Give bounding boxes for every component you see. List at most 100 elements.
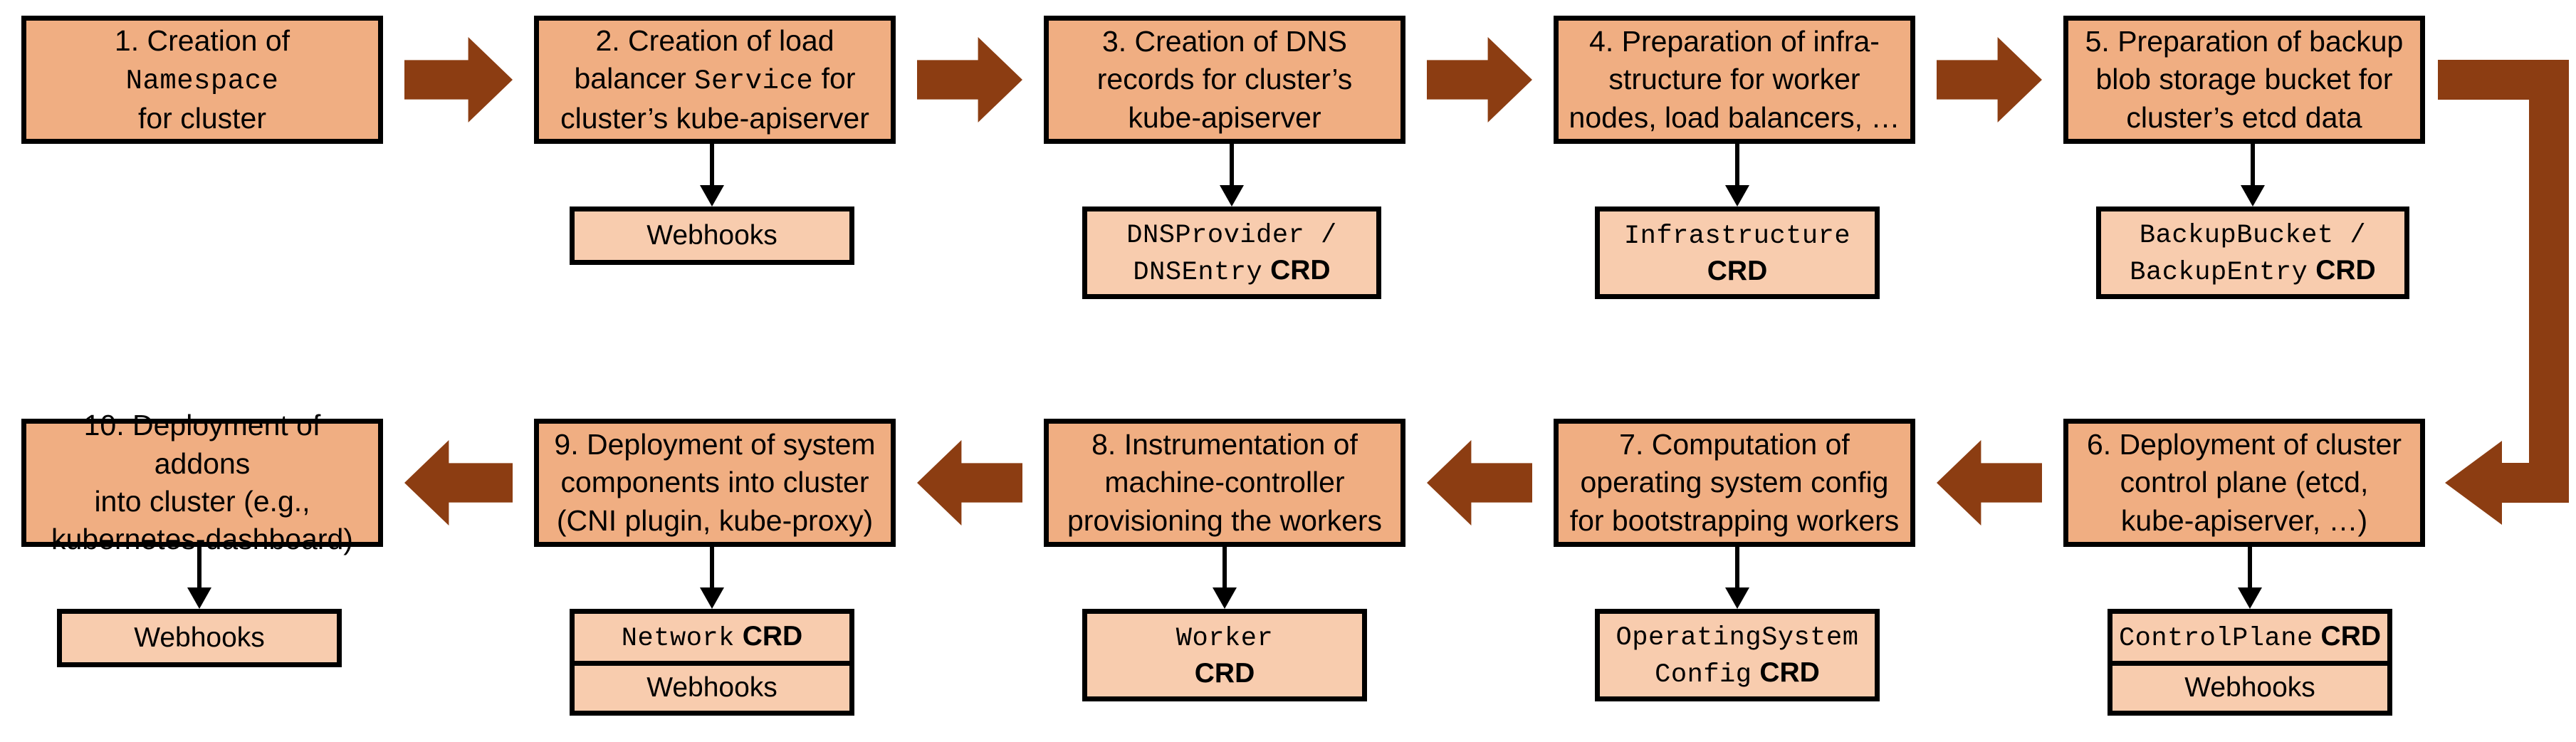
text-span: ControlPlane (2118, 623, 2313, 654)
step-6-artifacts: ControlPlane CRD Webhooks (2108, 609, 2392, 716)
text-span: 3. Creation of DNS (1101, 25, 1348, 58)
text-span: kube-apiserver (1128, 100, 1321, 134)
text-line: 10. Deployment of addons (33, 407, 371, 483)
text-span: provisioning the workers (1067, 503, 1383, 537)
text-line: Webhooks (2184, 670, 2315, 706)
text-span: into cluster (e.g., (94, 485, 310, 518)
text-span: 9. Deployment of system (554, 428, 876, 461)
text-span: 5. Preparation of backup (2085, 25, 2404, 58)
webhooks-9[interactable]: Webhooks (575, 660, 849, 711)
text-line: operating system config (1570, 464, 1900, 501)
text-line: DNSEntry CRD (1126, 253, 1337, 290)
text-span: operating system config (1580, 466, 1889, 499)
text-span: Webhooks (646, 672, 777, 704)
step-to-artifact-connector (1210, 144, 1253, 207)
controlplane-crd[interactable]: ControlPlane CRD (2112, 614, 2387, 661)
step-7-box[interactable]: 7. Computation of operating system config… (1554, 419, 1915, 547)
webhooks-2-label: Webhooks (646, 218, 777, 254)
step-3-box[interactable]: 3. Creation of DNS records for cluster’s k… (1044, 16, 1405, 144)
text-line: Network CRD (622, 619, 802, 656)
step-4-box[interactable]: 4. Preparation of infra-structure for wo… (1554, 16, 1915, 144)
text-span: BackupEntry (2130, 258, 2308, 288)
text-span: CRD (1752, 657, 1820, 688)
text-span: CRD (734, 620, 803, 652)
text-line: CRD (1624, 254, 1850, 289)
text-line: 8. Instrumentation of (1067, 426, 1382, 464)
text-line: Webhooks (646, 670, 777, 706)
text-span: Network (621, 623, 735, 654)
text-line: Webhooks (646, 218, 777, 254)
network-crd-label: Network CRD (622, 619, 802, 656)
webhooks-6[interactable]: Webhooks (2112, 660, 2387, 711)
text-span: 1. Creation of (114, 23, 290, 57)
text-line: 1. Creation of (115, 22, 290, 60)
text-span: structure for worker (1608, 63, 1860, 96)
text-line: 9. Deployment of system (554, 426, 875, 464)
webhooks-6-label: Webhooks (2184, 670, 2315, 706)
flow-arrow-2-to-3 (917, 37, 1022, 122)
text-span: Namespace (125, 66, 279, 98)
text-line: Namespace (115, 60, 290, 100)
text-span: records for cluster’s (1096, 63, 1353, 96)
text-line: 6. Deployment of cluster (2087, 426, 2402, 464)
text-line: cluster’s kube-apiserver (560, 100, 869, 137)
text-line: 2. Creation of load (560, 22, 869, 60)
text-line: BackupBucket / (2130, 216, 2375, 253)
text-span: cluster’s etcd data (2126, 100, 2362, 134)
step-9-artifacts: Network CRD Webhooks (570, 609, 854, 716)
network-crd[interactable]: Network CRD (575, 614, 849, 661)
webhooks-10[interactable]: Webhooks (62, 614, 337, 662)
text-span: for bootstrapping workers (1569, 503, 1900, 537)
step-to-artifact-connector (1716, 144, 1759, 207)
text-span: Config (1655, 660, 1752, 690)
text-span: DNSProvider / (1126, 220, 1337, 251)
backup-crd[interactable]: BackupBucket / BackupEntry CRD (2101, 211, 2404, 294)
text-line: balancer Service for (560, 60, 869, 100)
text-span: 2. Creation of load (595, 23, 834, 57)
text-span: BackupBucket / (2139, 220, 2367, 251)
text-line: Config CRD (1616, 655, 1859, 692)
text-span: 8. Instrumentation of (1091, 428, 1358, 461)
text-line: components into cluster (554, 464, 875, 501)
text-line: OperatingSystem (1616, 618, 1859, 655)
text-line: records for cluster’s (1097, 61, 1353, 98)
text-span: for cluster (137, 101, 266, 135)
webhooks-10-label: Webhooks (134, 620, 265, 656)
text-line: 3. Creation of DNS (1097, 23, 1353, 61)
text-line: control plane (etcd, (2087, 464, 2402, 501)
text-line: provisioning the workers (1067, 502, 1382, 540)
webhooks-2[interactable]: Webhooks (575, 211, 849, 260)
text-line: kube-apiserver, …) (2087, 502, 2402, 540)
text-line: into cluster (e.g., (33, 483, 371, 521)
step-to-artifact-connector (2231, 144, 2274, 207)
text-span: CRD (1194, 658, 1255, 689)
text-span: CRD (2308, 255, 2376, 286)
text-line: kubernetes-dashboard) (33, 521, 371, 558)
text-span: cluster’s kube-apiserver (560, 101, 869, 135)
text-span: for (813, 62, 856, 95)
step-to-artifact-connector (691, 144, 733, 207)
dns-crd[interactable]: DNSProvider /DNSEntry CRD (1087, 211, 1376, 294)
flow-arrow-8-to-9 (917, 440, 1022, 526)
text-span: control plane (etcd, (2120, 466, 2369, 499)
text-span: 7. Computation of (1619, 428, 1850, 461)
